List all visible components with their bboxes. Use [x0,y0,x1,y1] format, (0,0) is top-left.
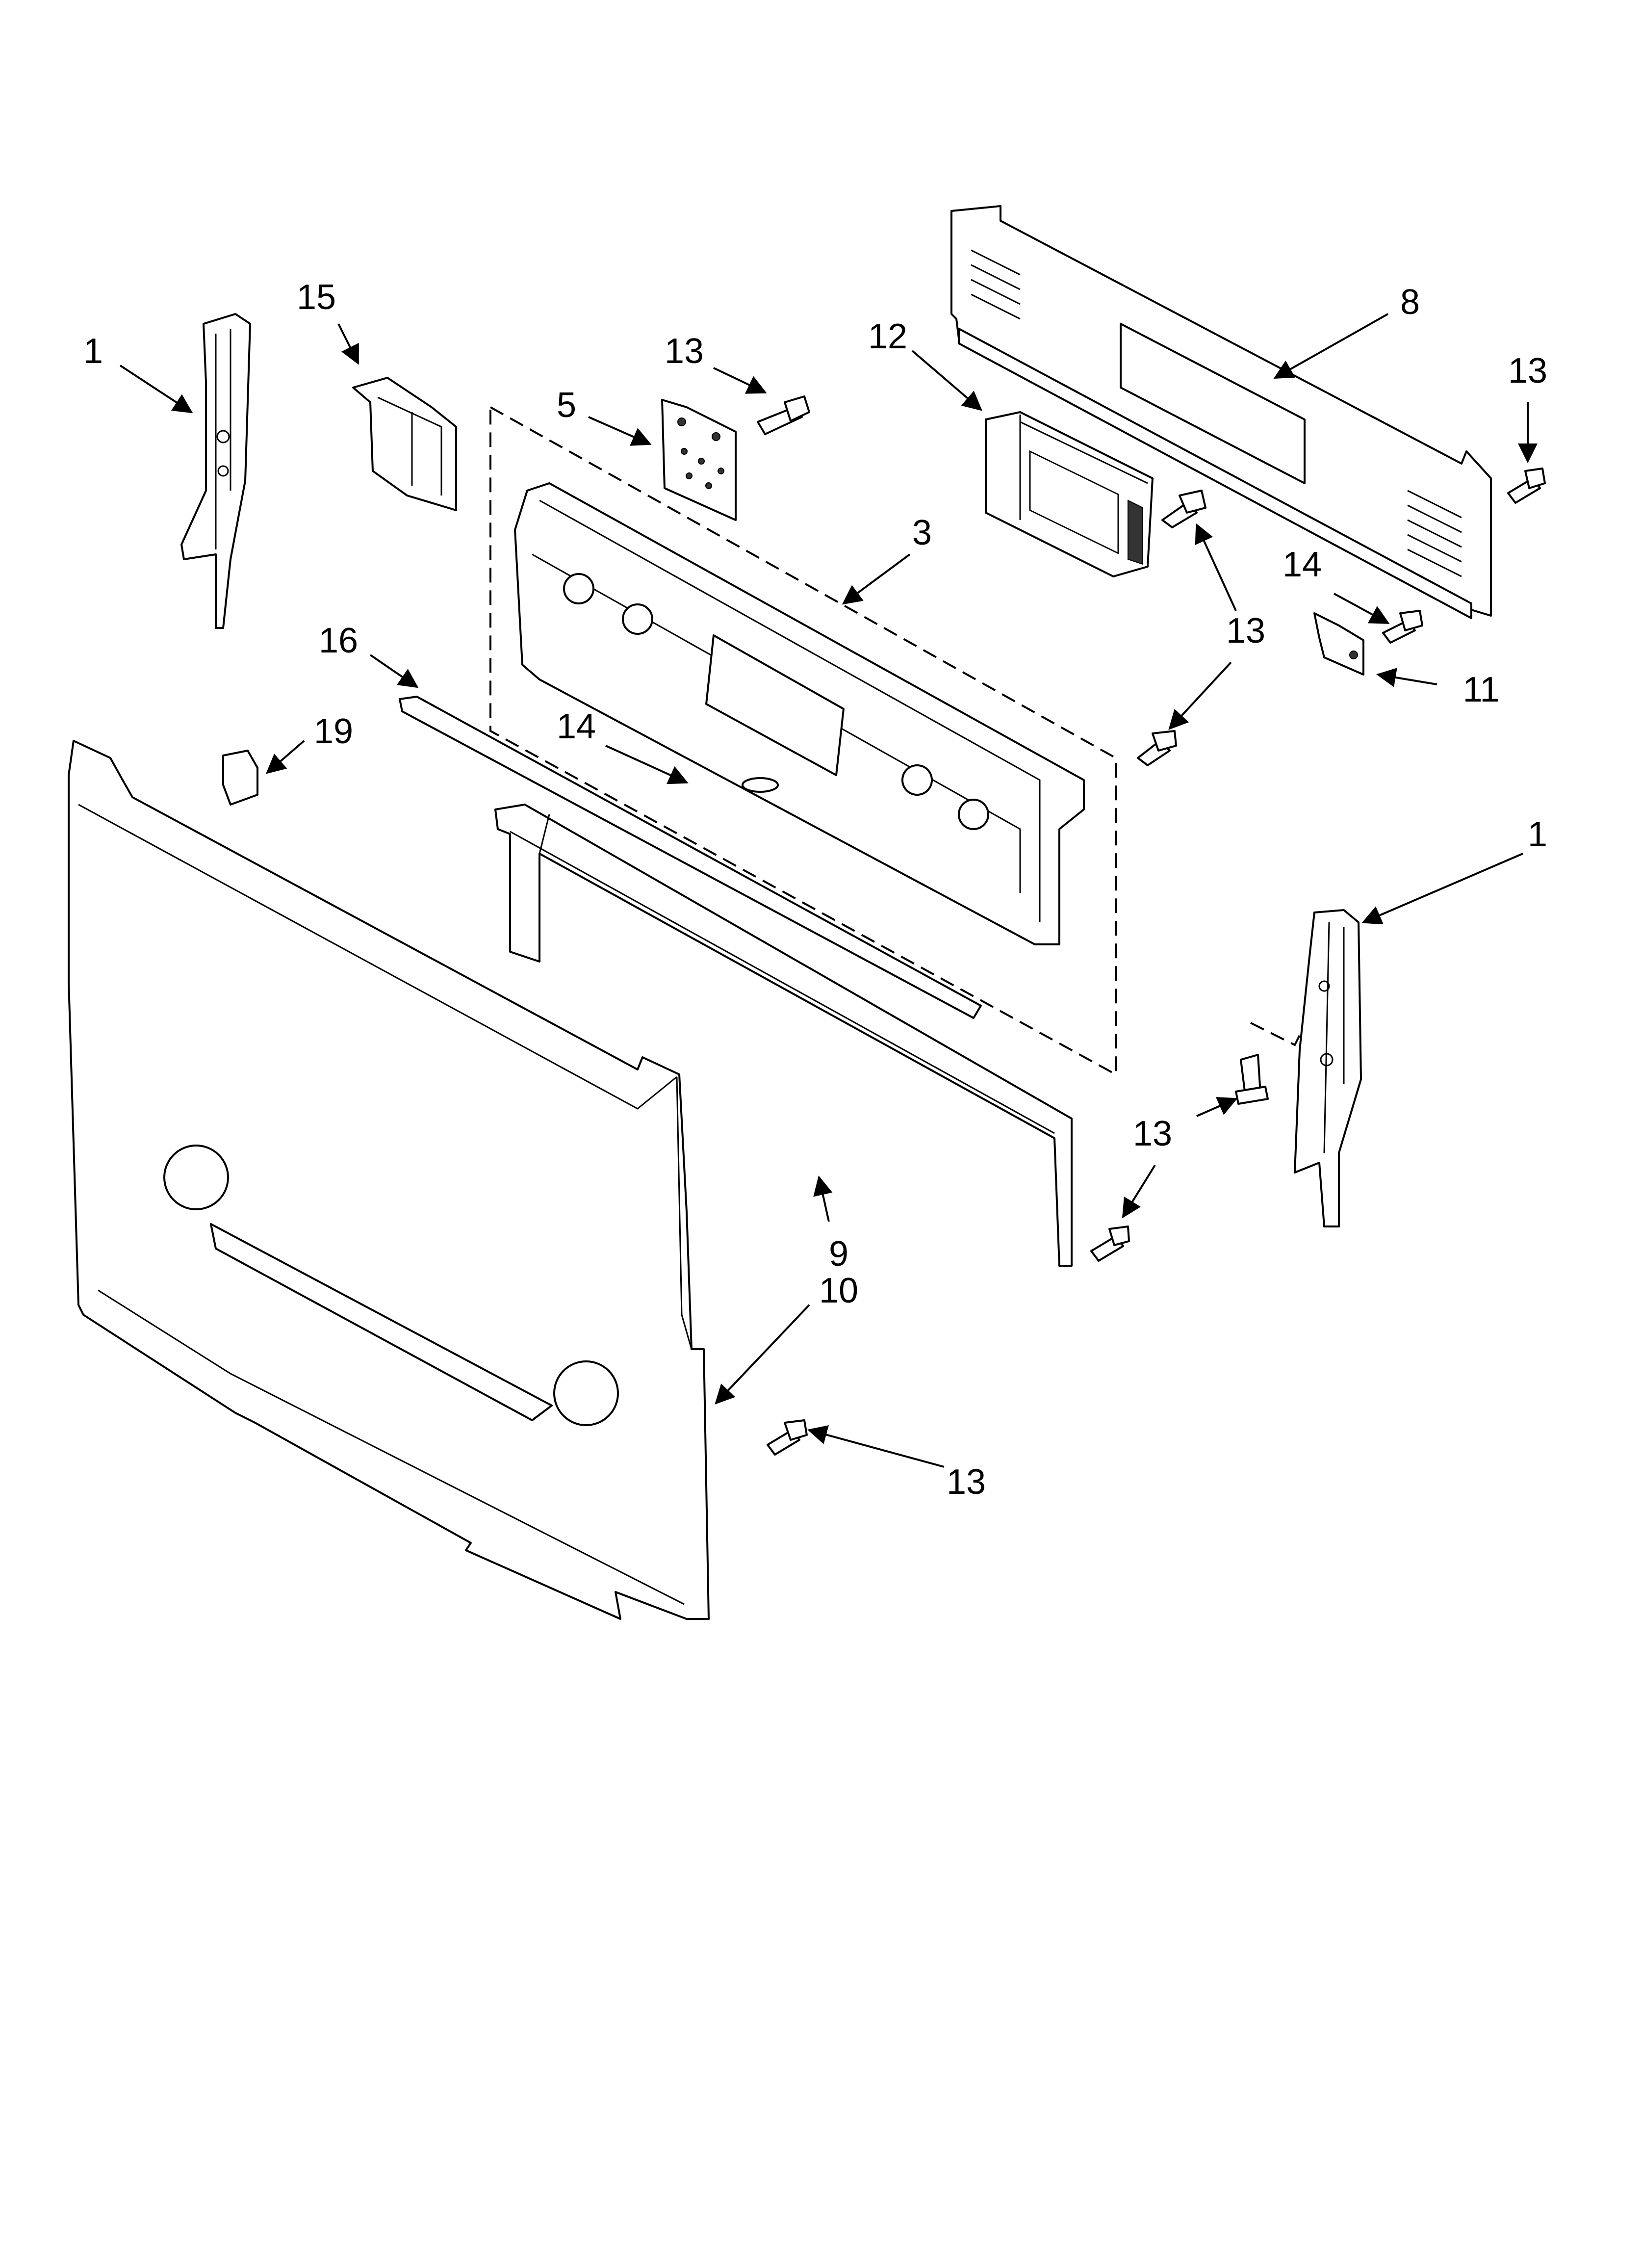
electronic-control [985,411,1154,577]
right-side-bracket [1294,909,1362,1227]
callout-11: 11 [1463,670,1500,709]
leader-lines [119,313,1538,1468]
callout-1-left: 1 [83,332,103,371]
callout-5: 5 [557,386,576,425]
screw-mid [1137,730,1177,766]
callout-13-low-right: 13 [1133,1114,1172,1153]
front-panel [68,740,710,1620]
callout-13-bottom: 13 [947,1462,986,1502]
screw-top [757,395,810,435]
screw-control [1161,490,1206,528]
callout-9: 9 [829,1234,848,1274]
lower-frame [494,804,1073,1267]
callout-16: 16 [319,621,358,660]
callout-13-right-top: 13 [1508,351,1547,391]
screw-bracket [1235,1054,1269,1105]
trim-strip [399,696,982,1019]
callout-13-mid: 13 [1226,611,1265,651]
rear-panel [950,205,1492,619]
console-panel [514,482,1085,945]
screw-low-right [1090,1225,1130,1262]
callout-10: 10 [819,1271,858,1310]
callout-19: 19 [314,712,353,751]
wire-clip [352,377,457,511]
callout-13-top: 13 [665,332,704,371]
callout-1-right: 1 [1528,815,1547,854]
callout-12: 12 [868,317,907,356]
callout-14-right: 14 [1283,545,1322,584]
callout-3: 3 [912,513,932,552]
callout-8: 8 [1400,283,1420,322]
assembly-outline [489,405,1117,1076]
clip-11 [1313,612,1364,676]
small-clip [222,750,258,806]
terminal-block [661,399,737,521]
callout-14-center: 14 [557,707,596,746]
screw-14-right [1382,610,1423,644]
callout-15: 15 [297,278,336,317]
callout-labels: 1 15 13 5 12 8 13 3 13 14 11 16 19 14 1 … [83,278,1547,1502]
screw-right-top [1507,468,1546,504]
bracket-guide [1250,1022,1301,1046]
left-side-bracket [180,313,251,629]
screw-bottom [767,1419,808,1456]
